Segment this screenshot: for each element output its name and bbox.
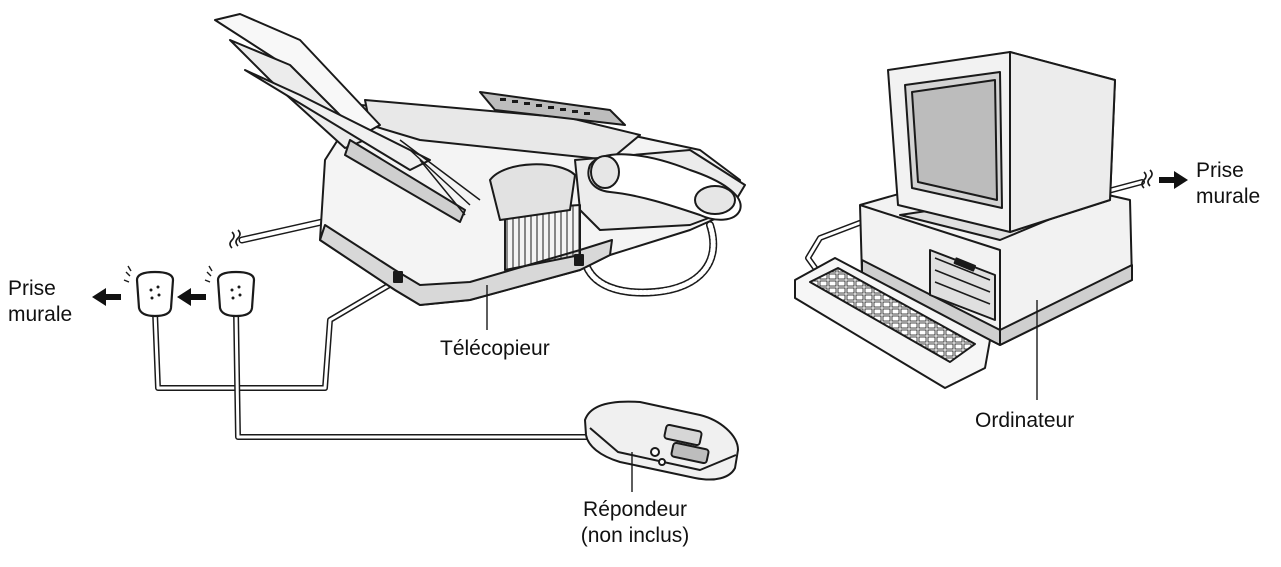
wall-outlet-left-line2: murale bbox=[8, 303, 73, 326]
arrows bbox=[92, 171, 1188, 306]
answering-machine-label: Répondeur (non inclus) bbox=[575, 497, 695, 549]
arrow-left-icon bbox=[92, 288, 121, 306]
handset-coiled-cord bbox=[581, 221, 718, 297]
keyboard-cord bbox=[805, 219, 865, 275]
computer bbox=[794, 51, 1133, 400]
fax-machine bbox=[214, 13, 746, 330]
wall-plug-2 bbox=[204, 265, 256, 318]
arrow-right-icon bbox=[1159, 171, 1188, 189]
wall-outlet-right-line2: murale bbox=[1196, 185, 1261, 208]
arrow-left-icon bbox=[177, 288, 206, 306]
answering-machine-line2: (non inclus) bbox=[580, 524, 690, 547]
fax-power-cord bbox=[238, 218, 326, 244]
wall-outlet-left-line1: Prise bbox=[8, 277, 56, 300]
answering-machine-cord bbox=[233, 309, 593, 440]
answering-machine bbox=[584, 400, 739, 492]
answering-machine-line1: Répondeur bbox=[583, 498, 687, 521]
fax-label: Télécopieur bbox=[440, 337, 550, 360]
wall-plug-1 bbox=[123, 265, 175, 318]
wall-outlet-left-label: Prise murale bbox=[8, 276, 72, 328]
wall-outlet-right-line1: Prise bbox=[1196, 159, 1244, 182]
wall-outlet-right-label: Prise murale bbox=[1196, 158, 1260, 210]
fax-to-outlet-cord bbox=[152, 277, 401, 391]
break-mark-fax-power bbox=[229, 229, 241, 249]
break-marks bbox=[229, 169, 1153, 249]
computer-label: Ordinateur bbox=[975, 409, 1075, 432]
break-mark-computer-power bbox=[1141, 169, 1153, 189]
